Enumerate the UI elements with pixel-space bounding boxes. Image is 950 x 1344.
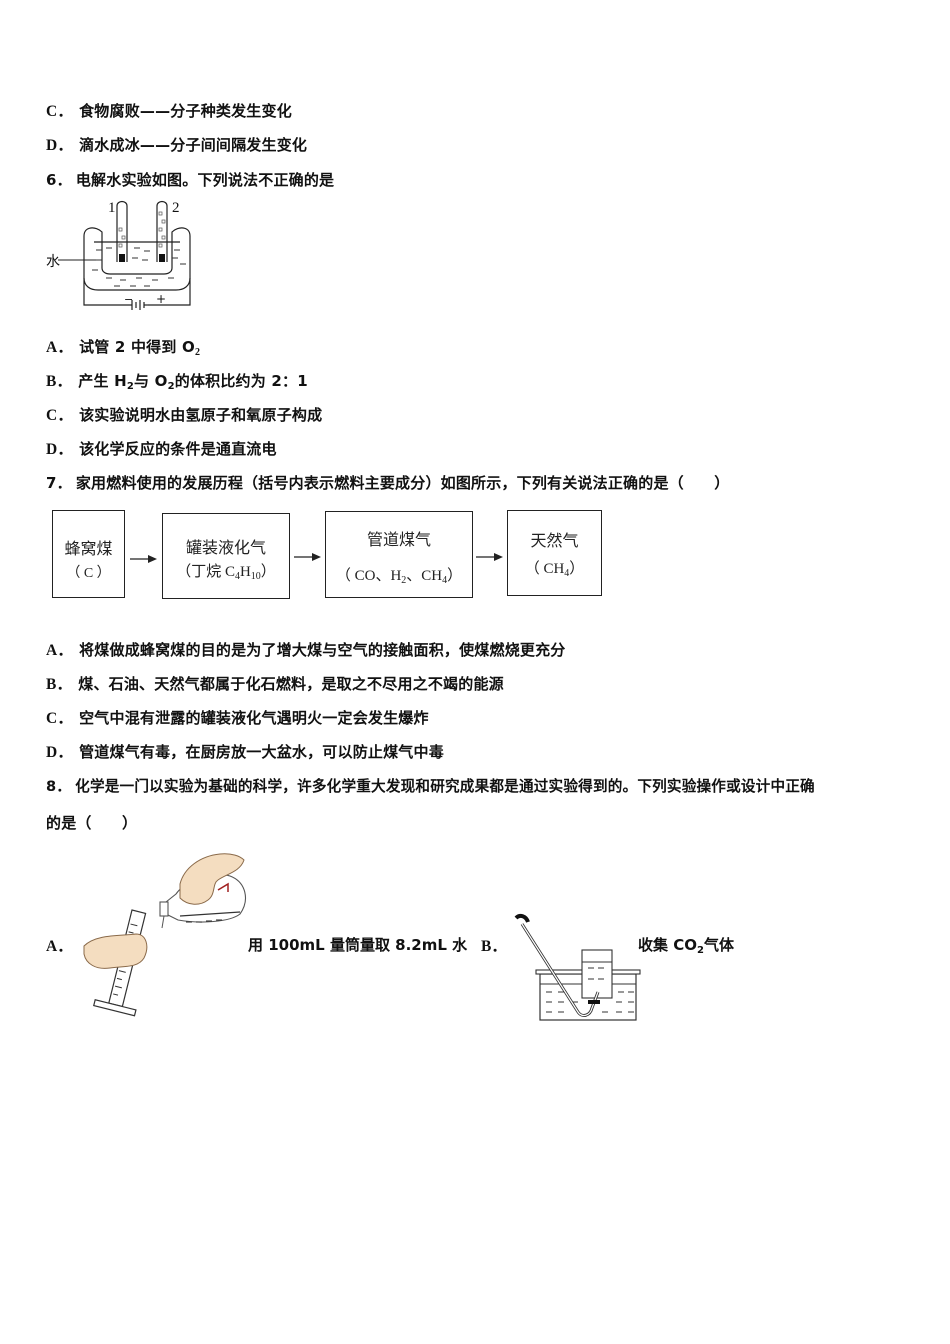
flow-box-honeycomb-coal: 蜂窝煤 （ C ） — [52, 510, 125, 598]
question-text: 家用燃料使用的发展历程（括号内表示燃料主要成分）如图所示，下列有关说法正确的是（… — [75, 474, 730, 492]
flow-box-composition: （ CO、H2、CH4） — [335, 568, 463, 586]
q8-option-b-caption: 收集 CO2气体 — [638, 936, 734, 956]
subscript: 2 — [126, 381, 134, 392]
arrow-right-icon — [476, 553, 503, 561]
pouring-liquid-into-graduated-cylinder-figure — [83, 853, 246, 1017]
flow-box-bottled-lpg: 罐装液化气 （丁烷 C4H10） — [162, 513, 290, 599]
flow-box-composition: （ CH4） — [524, 561, 585, 579]
option-letter: D． — [46, 744, 74, 761]
arrow-right-icon — [294, 553, 321, 561]
q8-stem-line2: 的是（ ） — [46, 813, 137, 833]
battery-plus-label: + — [156, 292, 167, 306]
option-letter: C． — [46, 103, 74, 120]
option-text: 将煤做成蜂窝煤的目的是为了增大煤与空气的接触面积，使煤燃烧更充分 — [79, 641, 566, 659]
flow-box-composition: （ C ） — [66, 566, 111, 581]
q8-option-a-caption: 用 100mL 量筒量取 8.2mL 水 — [248, 936, 468, 954]
water-label: 水 — [46, 254, 60, 270]
subscript: 2 — [167, 381, 175, 392]
arrow-right-icon — [130, 555, 157, 563]
option-letter: B． — [46, 373, 73, 390]
battery-minus-label: − — [124, 293, 134, 306]
option-text: 该化学反应的条件是通直流电 — [79, 440, 277, 458]
q8-option-b-letter: B． — [481, 938, 507, 955]
subscript: 2 — [194, 347, 201, 358]
question-number: 6． — [46, 171, 72, 189]
question-number: 7． — [46, 474, 72, 492]
option-text: 的体积比约为 2：1 — [174, 372, 308, 390]
option-letter: A． — [46, 339, 74, 356]
option-text: 管道煤气有毒，在厨房放一大盆水，可以防止煤气中毒 — [79, 743, 444, 761]
option-text: 该实验说明水由氢原子和氧原子构成 — [79, 406, 323, 424]
q7-option-c: C． 空气中混有泄露的罐装液化气遇明火一定会发生爆炸 — [46, 708, 429, 729]
option-text: 空气中混有泄露的罐装液化气遇明火一定会发生爆炸 — [79, 709, 429, 727]
option-letter: D． — [46, 441, 74, 458]
q6-option-a: A． 试管 2 中得到 O2 — [46, 337, 200, 358]
flow-box-composition: （丁烷 C4H10） — [176, 564, 276, 582]
tube-2-label: 2 — [172, 200, 180, 216]
flow-box-natural-gas: 天然气 （ CH4） — [507, 510, 602, 596]
option-text: 产生 H — [78, 372, 127, 390]
q6-option-c: C． 该实验说明水由氢原子和氧原子构成 — [46, 405, 322, 426]
flow-box-name: 蜂窝煤 — [64, 539, 113, 558]
question-text: 的是（ ） — [46, 814, 138, 832]
tube-1-label: 1 — [108, 200, 116, 216]
option-text: 滴水成冰——分子间间隔发生变化 — [79, 136, 308, 154]
q7-option-b: B． 煤、石油、天然气都属于化石燃料，是取之不尽用之不竭的能源 — [46, 674, 504, 695]
question-text: 化学是一门以实验为基础的科学，许多化学重大发现和研究成果都是通过实验得到的。下列… — [75, 778, 815, 795]
option-text: 食物腐败——分子种类发生变化 — [79, 102, 292, 120]
option-letter: B． — [46, 676, 73, 693]
q5-option-d: D． 滴水成冰——分子间间隔发生变化 — [46, 135, 307, 156]
option-letter: A． — [46, 642, 74, 659]
flow-box-name: 管道煤气 — [366, 530, 431, 549]
option-letter: C． — [46, 407, 74, 424]
option-letter: D． — [46, 137, 74, 154]
flow-box-name: 罐装液化气 — [185, 538, 266, 557]
q7-option-a: A． 将煤做成蜂窝煤的目的是为了增大煤与空气的接触面积，使煤燃烧更充分 — [46, 640, 566, 661]
q6-option-d: D． 该化学反应的条件是通直流电 — [46, 439, 277, 460]
electrolysis-apparatus-figure — [58, 200, 191, 310]
q5-option-c: C． 食物腐败——分子种类发生变化 — [46, 101, 292, 122]
question-number: 8． — [46, 778, 72, 795]
q8-stem-line1: 8．化学是一门以实验为基础的科学，许多化学重大发现和研究成果都是通过实验得到的。… — [46, 777, 815, 797]
option-text: 煤、石油、天然气都属于化石燃料，是取之不尽用之不竭的能源 — [78, 675, 504, 693]
question-text: 电解水实验如图。下列说法不正确的是 — [75, 171, 335, 189]
gas-collection-over-water-figure — [514, 913, 641, 1021]
q6-option-b: B．产生 H2与 O2的体积比约为 2：1 — [46, 371, 308, 392]
flow-box-piped-gas: 管道煤气 （ CO、H2、CH4） — [325, 511, 473, 598]
option-text: 试管 2 中得到 O — [79, 338, 195, 356]
q8-option-a-letter: A． — [46, 938, 73, 955]
q6-stem: 6．电解水实验如图。下列说法不正确的是 — [46, 170, 334, 190]
flow-box-name: 天然气 — [530, 531, 579, 550]
option-letter: C． — [46, 710, 74, 727]
q7-stem: 7．家用燃料使用的发展历程（括号内表示燃料主要成分）如图所示，下列有关说法正确的… — [46, 473, 729, 493]
q7-option-d: D． 管道煤气有毒，在厨房放一大盆水，可以防止煤气中毒 — [46, 742, 444, 763]
option-text: 与 O — [134, 372, 168, 390]
